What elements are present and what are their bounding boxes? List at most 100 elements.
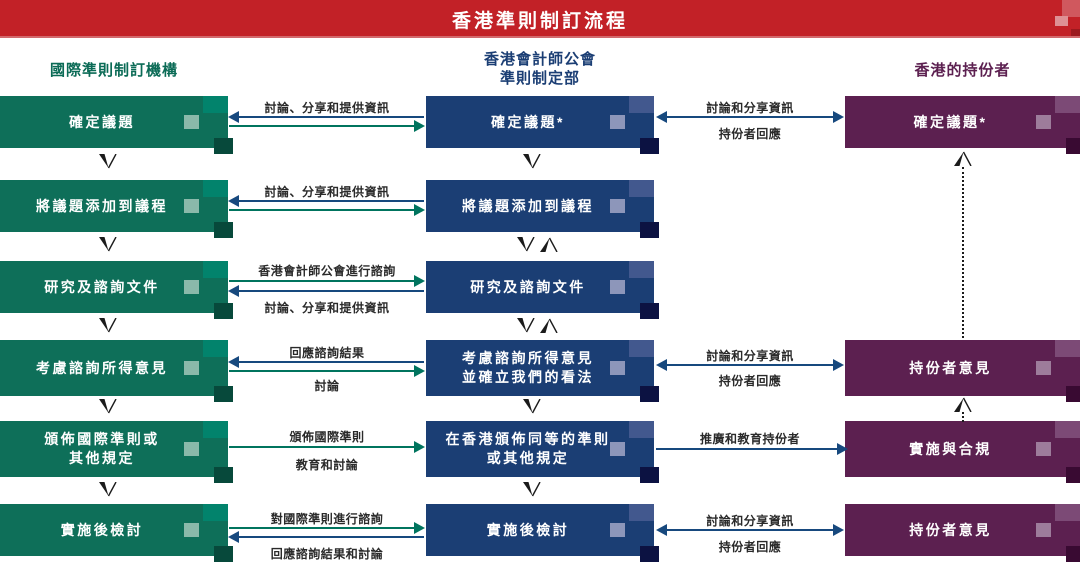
pixel-decoration — [1055, 421, 1080, 438]
pixel-decoration — [1055, 504, 1080, 521]
pixel-decoration — [1055, 96, 1080, 113]
link-label: 討論和分享資訊 — [706, 514, 794, 528]
link-label: 頒佈國際準則 — [289, 430, 365, 444]
link-label: 回應諮詢結果 — [289, 346, 365, 360]
pixel-decoration — [629, 96, 654, 113]
pixel-decoration — [203, 340, 228, 357]
intl-box-post-implementation-review: 實施後檢討 — [0, 504, 233, 562]
pixel-decoration — [610, 523, 625, 537]
double-arrow-icon — [656, 524, 844, 536]
pixel-decoration — [1036, 523, 1051, 537]
hkicpa-box-research-consultation: 研究及諮詢文件 — [426, 261, 659, 319]
pixel-decoration — [214, 222, 233, 238]
down-chevron-icon — [522, 481, 541, 497]
pixel-decoration — [610, 280, 625, 294]
arrow-left-icon — [228, 285, 424, 297]
arrow-left-icon — [228, 195, 424, 207]
down-chevron-icon — [98, 481, 117, 497]
down-chevron-icon — [98, 236, 117, 252]
up-chevron-icon — [539, 237, 558, 253]
link-label: 香港會計師公會進行諮詢 — [258, 264, 396, 278]
title-bar: 香港準則制訂流程 — [0, 0, 1080, 38]
pixel-decoration — [214, 546, 233, 562]
pixel-decoration — [184, 199, 199, 213]
pixel-decoration — [1066, 546, 1080, 562]
intl-box-identify-issues: 確定議題 — [0, 96, 233, 154]
dotted-line — [962, 167, 964, 338]
double-arrow-icon — [656, 111, 844, 123]
link-label: 討論、分享和提供資訊 — [264, 101, 390, 115]
stakeholder-box-implementation-compliance: 實施與合規 — [845, 421, 1080, 483]
link-label: 持份者回應 — [718, 374, 782, 388]
pixel-decoration — [1036, 361, 1051, 375]
pixel-decoration — [184, 361, 199, 375]
pixel-decoration — [214, 386, 233, 402]
pixel-decoration — [629, 421, 654, 438]
link-label: 對國際準則進行諮詢 — [270, 512, 384, 526]
link-label: 教育和討論 — [295, 458, 359, 472]
arrow-right-icon — [229, 441, 425, 453]
arrow-right-icon — [229, 275, 425, 287]
link-label: 討論和分享資訊 — [706, 101, 794, 115]
down-chevron-icon — [98, 398, 117, 414]
dotted-up-arrow-icon — [953, 397, 972, 413]
link-label: 推廣和教育持份者 — [699, 432, 800, 446]
stakeholder-box-views: 持份者意見 — [845, 340, 1080, 402]
arrow-left-icon — [228, 356, 424, 368]
intl-box-issue-standards: 頒佈國際準則或 其他規定 — [0, 421, 233, 483]
link-label: 討論 — [314, 379, 340, 393]
pixel-decoration — [629, 180, 654, 197]
pixel-decoration — [214, 138, 233, 154]
double-arrow-icon — [656, 359, 844, 371]
pixel-decoration — [203, 180, 228, 197]
pixel-decoration — [203, 96, 228, 113]
down-chevron-icon — [516, 317, 535, 333]
pixel-decoration — [203, 421, 228, 438]
up-chevron-icon — [539, 318, 558, 334]
pixel-decoration — [640, 546, 659, 562]
pixel-decoration — [629, 504, 654, 521]
pixel-decoration — [610, 361, 625, 375]
down-chevron-icon — [522, 153, 541, 169]
pixel-decoration — [1066, 467, 1080, 483]
pixel-decoration — [640, 467, 659, 483]
stakeholder-box-identify-issues: 確定議題* — [845, 96, 1080, 154]
hkicpa-box-identify-issues: 確定議題* — [426, 96, 659, 154]
pixel-decoration — [214, 467, 233, 483]
pixel-decoration — [640, 303, 659, 319]
pixel-decoration — [629, 261, 654, 278]
arrow-right-icon — [229, 120, 425, 132]
intl-box-add-to-agenda: 將議題添加到議程 — [0, 180, 233, 238]
column-header-hkicpa: 香港會計師公會 準則制定部 — [483, 51, 596, 87]
pixel-decoration — [1062, 0, 1080, 17]
pixel-decoration — [610, 442, 625, 456]
arrow-right-icon — [229, 522, 425, 534]
arrow-right-icon — [656, 443, 848, 455]
intl-box-consider-feedback: 考慮諮詢所得意見 — [0, 340, 233, 402]
link-label: 回應諮詢結果和討論 — [270, 547, 384, 561]
pixel-decoration — [1066, 386, 1080, 402]
pixel-decoration — [203, 261, 228, 278]
pixel-decoration — [1036, 442, 1051, 456]
link-label: 討論和分享資訊 — [706, 349, 794, 363]
down-chevron-icon — [522, 398, 541, 414]
dotted-up-arrow-icon — [953, 151, 972, 167]
down-chevron-icon — [516, 236, 535, 252]
link-label: 持份者回應 — [718, 127, 782, 141]
intl-box-research-consultation: 研究及諮詢文件 — [0, 261, 233, 319]
divider — [0, 36, 1080, 38]
pixel-decoration — [184, 280, 199, 294]
pixel-decoration — [610, 199, 625, 213]
column-header-international: 國際準則制訂機構 — [49, 62, 178, 79]
arrow-left-icon — [228, 111, 424, 123]
stakeholder-box-views-2: 持份者意見 — [845, 504, 1080, 562]
link-label: 討論、分享和提供資訊 — [264, 301, 390, 315]
dotted-line — [962, 412, 964, 422]
pixel-decoration — [214, 303, 233, 319]
pixel-decoration — [1055, 340, 1080, 357]
pixel-decoration — [184, 115, 199, 129]
hkicpa-box-add-to-agenda: 將議題添加到議程 — [426, 180, 659, 238]
hkicpa-box-issue-equivalent-standards: 在香港頒佈同等的準則 或其他規定 — [426, 421, 659, 483]
pixel-decoration — [1071, 29, 1080, 38]
